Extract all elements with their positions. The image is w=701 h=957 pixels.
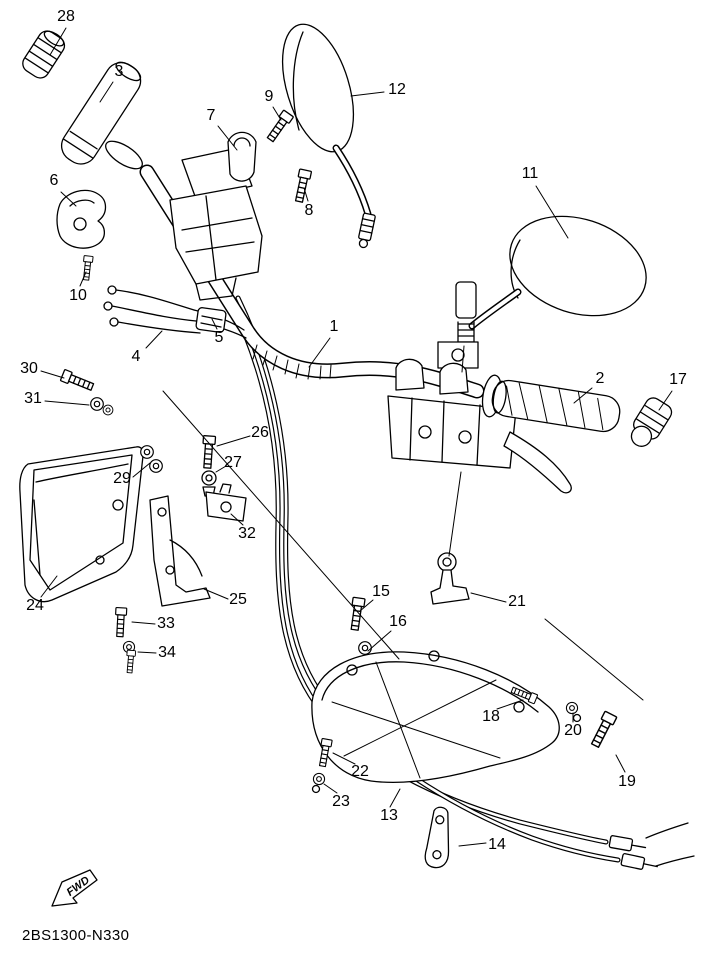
diagram-part-code: 2BS1300-N330	[22, 927, 130, 944]
bar-end-right	[630, 397, 673, 447]
headlight	[19, 446, 144, 603]
washer-31a	[90, 397, 104, 411]
right-switch-clamp	[387, 341, 517, 469]
bolt-15	[348, 596, 366, 632]
construction-lines	[162, 345, 644, 701]
mirror-right	[455, 215, 647, 347]
mirror-left	[281, 23, 376, 249]
nut-20	[572, 713, 582, 723]
left-grip	[60, 61, 142, 165]
washer-31b	[102, 404, 114, 416]
right-grip	[491, 379, 621, 433]
bolt-33	[113, 606, 128, 638]
lever-bracket	[56, 189, 107, 249]
handguard-stay	[424, 806, 450, 869]
nut-23	[311, 784, 321, 794]
headlight-bracket	[149, 495, 211, 607]
washer-16	[358, 641, 372, 655]
handguard-mount	[430, 552, 470, 605]
bolt-19	[588, 710, 618, 750]
handlebar-clamp	[227, 131, 257, 182]
cable-guide-bracket	[205, 483, 247, 522]
bolt-8	[292, 168, 313, 204]
fwd-arrow-icon: FWD	[51, 869, 98, 907]
throttle-flange	[105, 140, 143, 170]
bolt-34	[124, 649, 137, 674]
bolt-30	[59, 368, 96, 394]
washer-27	[201, 470, 217, 486]
bar-end-weight-left	[22, 30, 66, 79]
washer-20	[565, 701, 579, 715]
washer-29b	[149, 459, 163, 473]
washer-23	[312, 772, 326, 786]
brake-lever-right	[503, 431, 572, 494]
handguard	[311, 650, 560, 784]
cable-clamp	[195, 307, 227, 333]
bolt-10	[81, 255, 94, 281]
bolt-9	[264, 109, 295, 144]
leader-lines	[40, 27, 673, 847]
washer-29a	[140, 445, 154, 459]
bolt-26	[200, 434, 217, 470]
